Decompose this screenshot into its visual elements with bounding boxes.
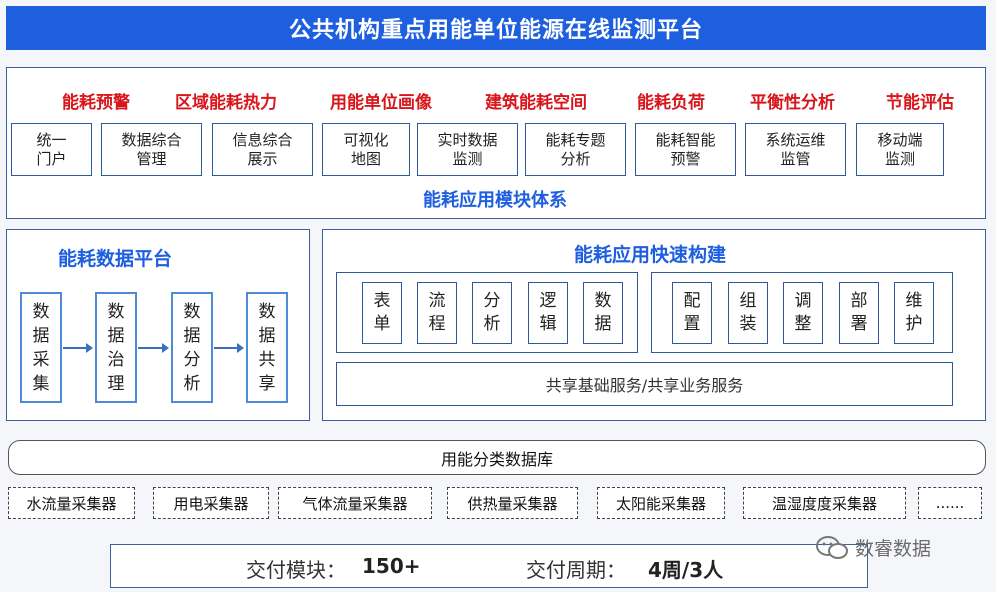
highlight-item: 建筑能耗空间 — [485, 93, 587, 113]
flow-arrow — [138, 343, 169, 353]
shared-services-bar: 共享基础服务/共享业务服务 — [336, 362, 953, 406]
watermark-text: 数睿数据 — [855, 538, 932, 560]
classified-energy-database: 用能分类数据库 — [8, 440, 986, 475]
quick-build-title: 能耗应用快速构建 — [573, 244, 726, 266]
flow-arrow — [63, 343, 93, 353]
wechat-icon — [816, 535, 848, 559]
capability-item: 数 据 — [583, 282, 623, 344]
collector-item: 温湿度度采集器 — [743, 487, 906, 519]
page-title: 公共机构重点用能单位能源在线监测平台 — [6, 6, 986, 50]
capability-item: 表 单 — [362, 282, 402, 344]
module-box: 系统运维 监管 — [745, 123, 846, 176]
module-box: 能耗智能 预警 — [635, 123, 736, 176]
highlight-item: 用能单位画像 — [330, 93, 432, 113]
collector-item: ...... — [918, 487, 982, 519]
capability-item: 逻 辑 — [528, 282, 568, 344]
capability-item: 配 置 — [672, 282, 712, 344]
module-box: 信息综合 展示 — [212, 123, 313, 176]
collector-item: 用电采集器 — [153, 487, 269, 519]
data-platform-title: 能耗数据平台 — [58, 248, 173, 270]
delivery-module-label: 交付模块： — [246, 558, 346, 582]
data-flow-step: 数 据 分 析 — [171, 292, 213, 403]
collector-item: 太阳能采集器 — [597, 487, 725, 519]
capability-item: 分 析 — [472, 282, 512, 344]
delivery-cycle-value: 4周/3人 — [648, 558, 724, 582]
capability-item: 部 署 — [839, 282, 879, 344]
highlight-item: 节能评估 — [886, 93, 954, 113]
delivery-module-value: 150+ — [362, 554, 421, 578]
data-flow-step: 数 据 治 理 — [95, 292, 137, 403]
data-flow-step: 数 据 采 集 — [20, 292, 62, 403]
module-box: 统一 门户 — [11, 123, 92, 176]
module-box: 实时数据 监测 — [417, 123, 518, 176]
capability-item: 流 程 — [417, 282, 457, 344]
highlight-item: 能耗预警 — [62, 93, 130, 113]
module-system-caption: 能耗应用模块体系 — [423, 190, 567, 211]
collector-item: 供热量采集器 — [447, 487, 578, 519]
highlight-item: 区域能耗热力 — [175, 93, 277, 113]
highlight-item: 平衡性分析 — [750, 93, 835, 113]
data-flow-step: 数 据 共 享 — [246, 292, 288, 403]
module-box: 移动端 监测 — [856, 123, 944, 176]
capability-item: 维 护 — [894, 282, 934, 344]
module-box: 数据综合 管理 — [101, 123, 202, 176]
capability-item: 调 整 — [783, 282, 823, 344]
delivery-bar: 交付模块： 150+ 交付周期： 4周/3人 — [110, 544, 868, 588]
highlight-item: 能耗负荷 — [637, 93, 705, 113]
flow-arrow — [214, 343, 244, 353]
module-box: 可视化 地图 — [322, 123, 410, 176]
collector-item: 气体流量采集器 — [278, 487, 432, 519]
delivery-cycle-label: 交付周期： — [526, 558, 626, 582]
watermark: 数睿数据 — [815, 534, 931, 561]
module-box: 能耗专题 分析 — [525, 123, 626, 176]
capability-item: 组 装 — [728, 282, 768, 344]
collector-item: 水流量采集器 — [8, 487, 135, 519]
